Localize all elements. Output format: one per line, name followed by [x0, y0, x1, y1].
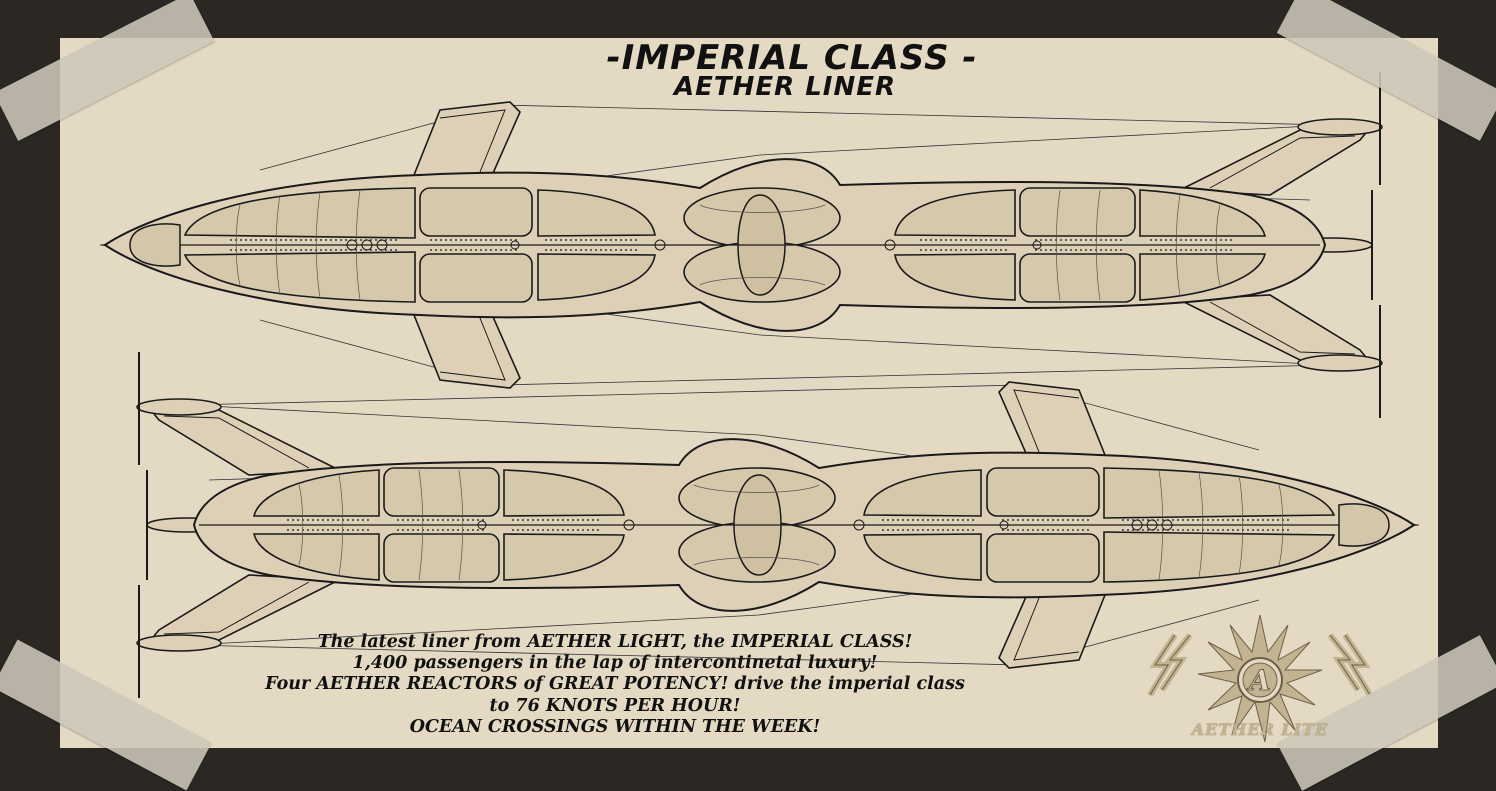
poster-title: -IMPERIAL CLASS -: [606, 38, 978, 78]
tagline-line: Four AETHER REACTORS of GREAT POTENCY! d…: [265, 674, 965, 695]
tagline-line: OCEAN CROSSINGS WITHIN THE WEEK!: [409, 716, 821, 737]
aether-logo-icon: A: [1147, 614, 1373, 743]
tagline-line: The latest liner from AETHER LIGHT, the …: [317, 632, 913, 652]
poster-subtitle: AETHER LINER: [674, 72, 896, 102]
tagline-block: The latest liner from AETHER LIGHT, the …: [200, 632, 1030, 738]
airship-top-view: [99, 71, 1383, 419]
tagline-line: 1,400 passengers in the lap of intercont…: [352, 653, 878, 674]
brand-name: AETHER LITE: [1191, 720, 1329, 739]
tagline-line: to 76 KNOTS PER HOUR!: [489, 695, 741, 716]
logo-letter: A: [1246, 664, 1271, 697]
